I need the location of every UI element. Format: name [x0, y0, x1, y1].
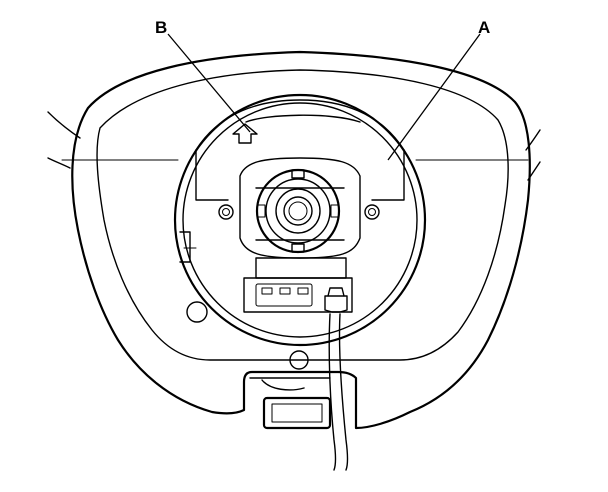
wheel-spoke-left	[47, 111, 81, 169]
steering-hub-cover	[71, 50, 531, 430]
lower-connector	[249, 377, 332, 430]
wire-harness	[324, 287, 349, 471]
reel-connector-block	[243, 257, 353, 313]
leader-line-b	[167, 33, 251, 133]
leader-line-a	[387, 33, 481, 161]
wheel-spoke-right	[525, 129, 541, 181]
reel-hub-housing	[239, 157, 361, 259]
mounting-hole-right	[364, 204, 380, 220]
center-hub-rotor	[255, 168, 341, 254]
mounting-hole-left	[218, 204, 234, 220]
alignment-hole-left	[186, 301, 208, 323]
alignment-hole-bottom	[289, 350, 309, 370]
callout-label-b: B	[155, 18, 167, 37]
cable-reel	[173, 93, 427, 347]
direction-arrow-icon	[232, 123, 258, 144]
callout-label-a: A	[478, 18, 490, 37]
